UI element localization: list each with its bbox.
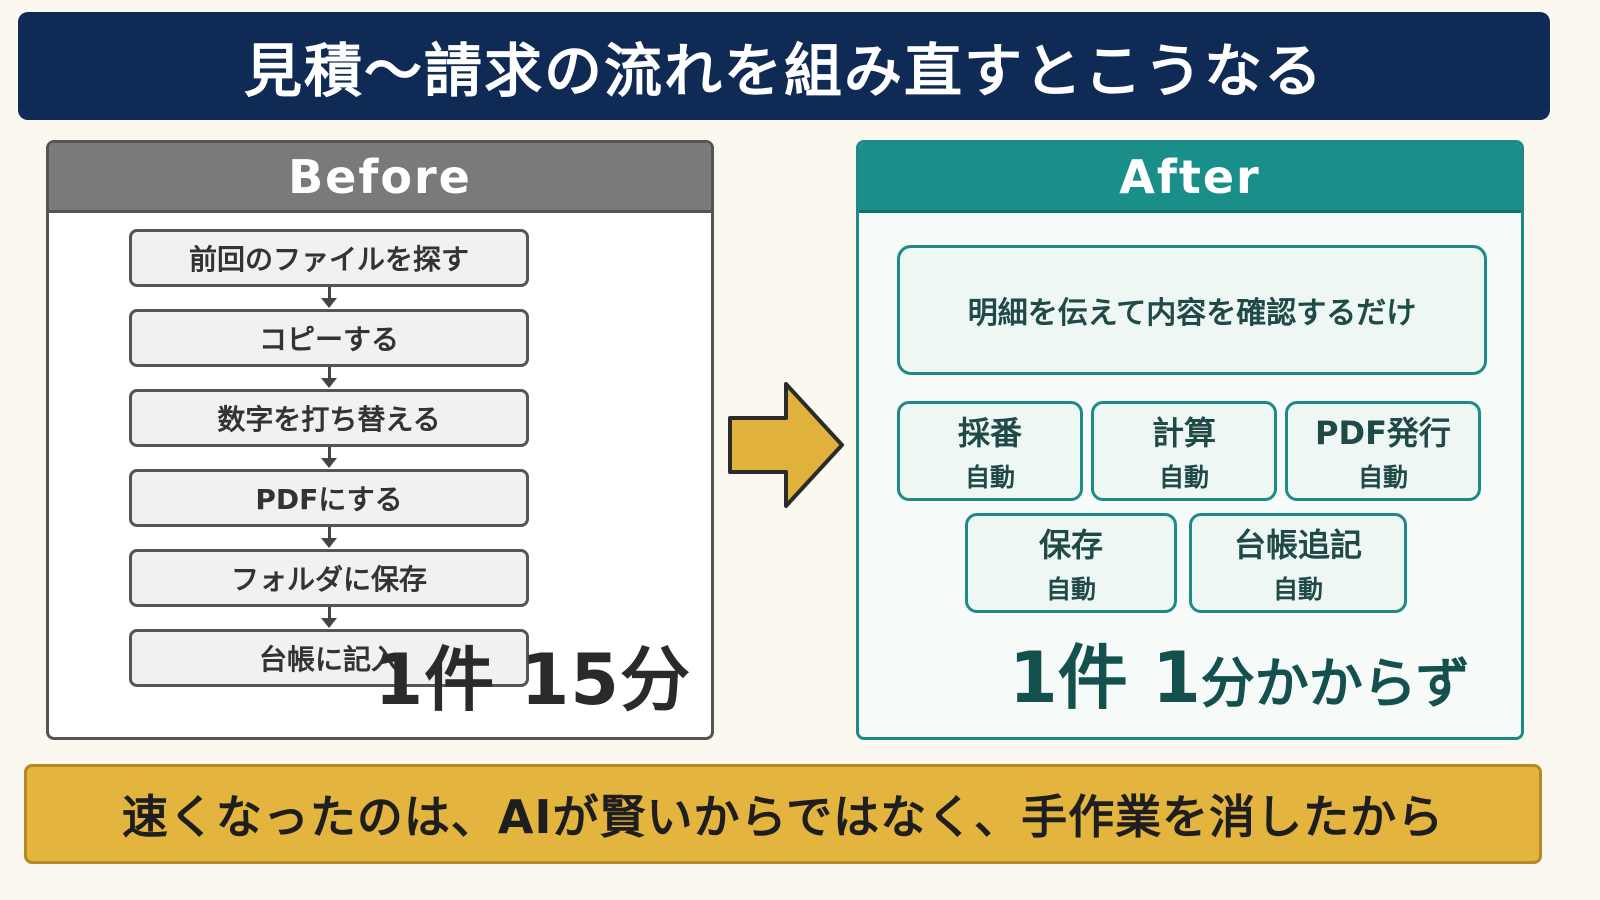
footer-message: 速くなったのは、AIが賢いからではなく、手作業を消したから bbox=[121, 790, 1445, 844]
right-arrow-icon bbox=[728, 382, 844, 508]
after-header: After bbox=[859, 143, 1521, 213]
auto-item-numbering: 採番 自動 bbox=[897, 401, 1083, 501]
before-steps: 前回のファイルを探す コピーする 数字を打ち替える PDFにする フォルダに保存… bbox=[129, 229, 529, 687]
auto-item-status: 自動 bbox=[964, 463, 1015, 492]
footer-bar: 速くなったのは、AIが賢いからではなく、手作業を消したから bbox=[24, 764, 1542, 864]
after-time-suffix: 分かからず bbox=[1200, 652, 1470, 715]
auto-item-status: 自動 bbox=[1158, 463, 1209, 492]
step-find-file: 前回のファイルを探す bbox=[129, 229, 529, 287]
auto-item-name: PDF発行 bbox=[1315, 414, 1451, 452]
step-retype-numbers: 数字を打ち替える bbox=[129, 389, 529, 447]
auto-item-name: 台帳追記 bbox=[1233, 526, 1362, 564]
auto-item-status: 自動 bbox=[1045, 575, 1096, 604]
auto-item-save: 保存 自動 bbox=[965, 513, 1177, 613]
page-title: 見積〜請求の流れを組み直すとこうなる bbox=[243, 37, 1324, 105]
title-bar: 見積〜請求の流れを組み直すとこうなる bbox=[18, 12, 1550, 120]
step-make-pdf: PDFにする bbox=[129, 469, 529, 527]
before-time: 1件 15分 bbox=[374, 639, 691, 721]
auto-item-calculation: 計算 自動 bbox=[1091, 401, 1277, 501]
step-copy: コピーする bbox=[129, 309, 529, 367]
auto-item-name: 計算 bbox=[1151, 414, 1216, 452]
auto-item-ledger: 台帳追記 自動 bbox=[1189, 513, 1407, 613]
after-main-box: 明細を伝えて内容を確認するだけ bbox=[897, 245, 1487, 375]
auto-item-name: 採番 bbox=[957, 414, 1022, 452]
after-time: 1件 1分かからず bbox=[1009, 622, 1470, 723]
down-arrow-icon bbox=[129, 607, 529, 629]
auto-item-name: 保存 bbox=[1038, 526, 1103, 564]
before-panel: Before 前回のファイルを探す コピーする 数字を打ち替える PDFにする … bbox=[46, 140, 714, 740]
auto-item-pdf-issue: PDF発行 自動 bbox=[1285, 401, 1481, 501]
down-arrow-icon bbox=[129, 447, 529, 469]
step-save-folder: フォルダに保存 bbox=[129, 549, 529, 607]
down-arrow-icon bbox=[129, 287, 529, 309]
auto-item-status: 自動 bbox=[1272, 575, 1323, 604]
auto-item-status: 自動 bbox=[1357, 463, 1408, 492]
step-ledger-entry: 台帳に記入 bbox=[129, 629, 529, 687]
down-arrow-icon bbox=[129, 527, 529, 549]
before-header: Before bbox=[49, 143, 711, 213]
after-time-count: 1件 1 bbox=[1009, 637, 1201, 719]
after-panel: After 明細を伝えて内容を確認するだけ 採番 自動 計算 自動 PDF発行 … bbox=[856, 140, 1524, 740]
down-arrow-icon bbox=[129, 367, 529, 389]
